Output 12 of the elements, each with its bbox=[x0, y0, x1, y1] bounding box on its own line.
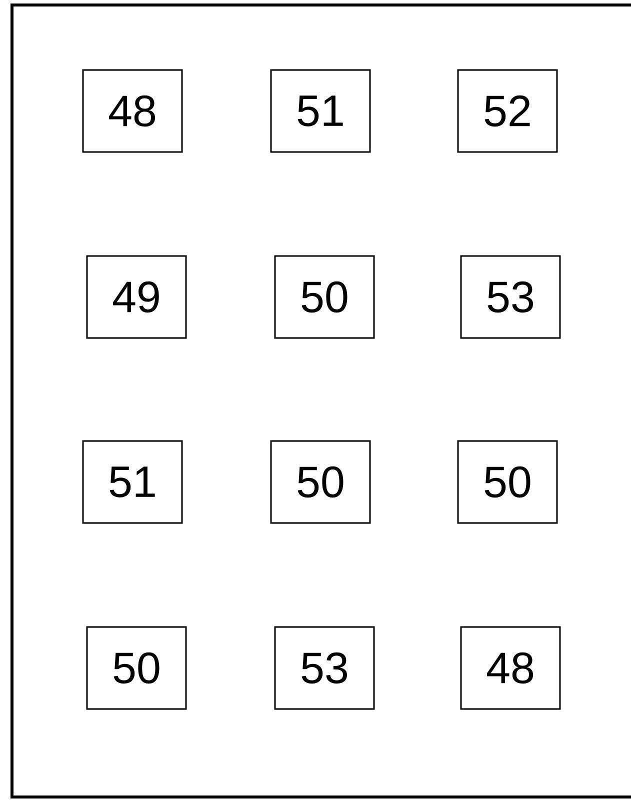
number-box: 49 bbox=[86, 255, 187, 339]
number-box: 48 bbox=[82, 69, 183, 153]
number-box: 50 bbox=[86, 626, 187, 710]
number-box: 50 bbox=[274, 255, 375, 339]
number-box: 48 bbox=[460, 626, 561, 710]
number-box: 53 bbox=[460, 255, 561, 339]
number-box: 53 bbox=[274, 626, 375, 710]
number-box: 51 bbox=[82, 440, 183, 524]
number-box: 50 bbox=[457, 440, 558, 524]
number-box: 51 bbox=[270, 69, 371, 153]
number-box: 52 bbox=[457, 69, 558, 153]
number-box: 50 bbox=[270, 440, 371, 524]
